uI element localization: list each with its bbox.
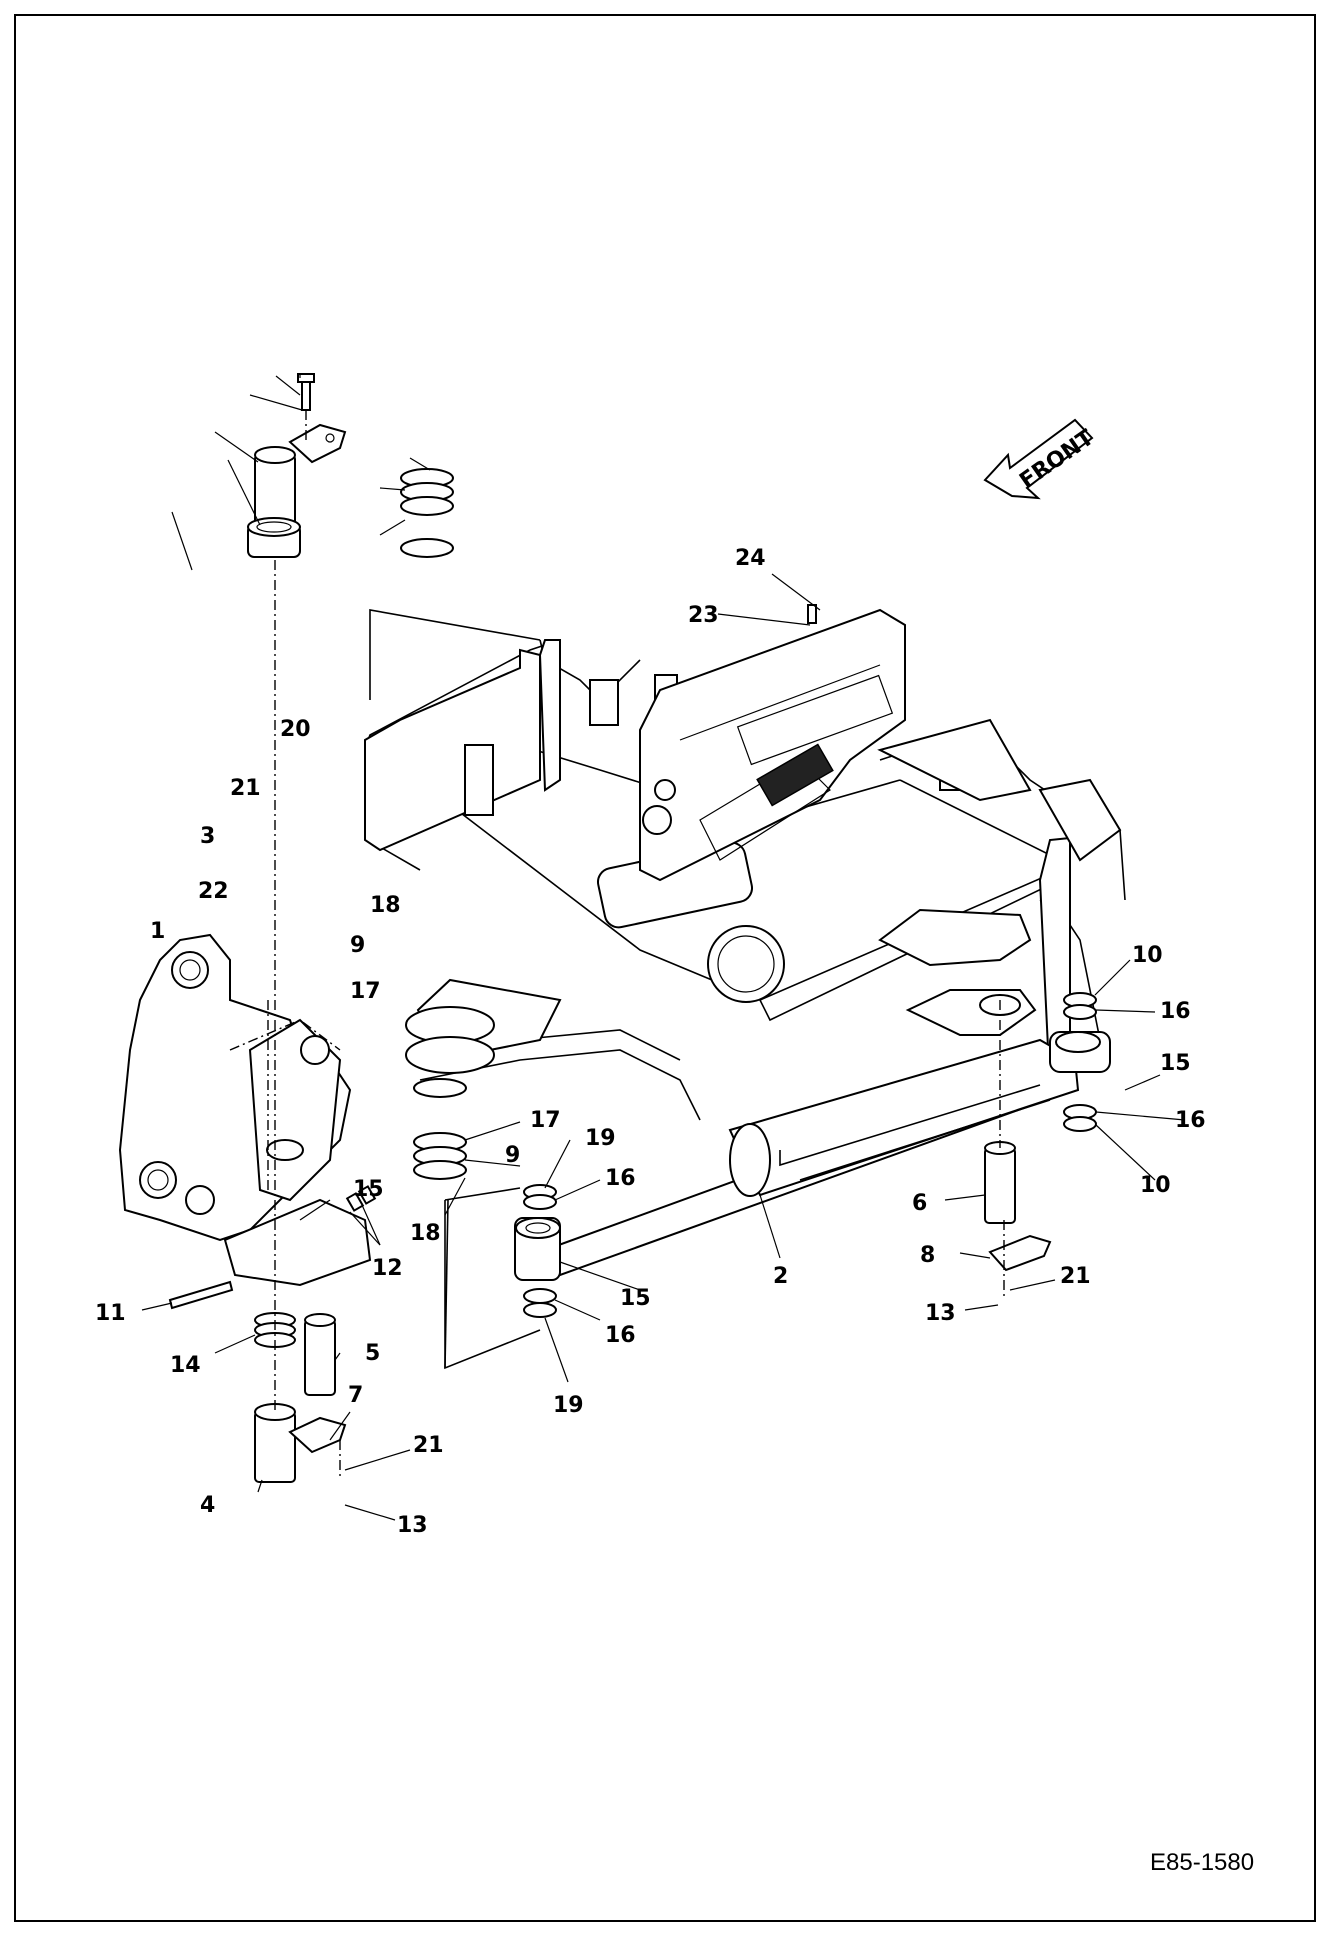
lower-shims-9-17-18 — [413, 1078, 467, 1180]
leader-lines — [141, 375, 1186, 1521]
callout-16-lower-right: 16 — [1175, 1108, 1206, 1133]
pin-4 — [254, 1403, 296, 1483]
grease-fitting-23-24 — [807, 604, 817, 624]
callout-17-lower: 17 — [530, 1108, 561, 1133]
lock-plate-upper — [288, 423, 347, 464]
callout-19-upper: 19 — [585, 1126, 616, 1151]
callout-9-lower: 9 — [505, 1143, 520, 1168]
callout-16-lower-mid: 16 — [605, 1323, 636, 1348]
callout-13-left: 13 — [397, 1513, 428, 1538]
callout-15-left: 15 — [353, 1177, 384, 1202]
callout-19-lower: 19 — [553, 1393, 584, 1418]
lock-plate-8 — [988, 1234, 1052, 1272]
callout-10-upper: 10 — [1132, 943, 1163, 968]
pin-3 — [254, 446, 296, 526]
rings-right-cylinder — [1063, 992, 1097, 1132]
callout-labels: 1 2 3 4 5 6 7 8 9 9 10 10 11 12 13 13 14… — [95, 546, 1206, 1538]
rings-left-cylinder — [523, 1184, 557, 1318]
front-arrow: FRONT — [983, 418, 1099, 500]
callout-16-upper-right: 16 — [1160, 999, 1191, 1024]
chassis-frame — [364, 608, 1126, 1121]
pin-5 — [304, 1313, 336, 1396]
callout-15-right: 15 — [1160, 1051, 1191, 1076]
callout-11: 11 — [95, 1301, 126, 1326]
callout-6: 6 — [912, 1191, 927, 1216]
bushing-22 — [247, 517, 301, 558]
swing-cylinder — [514, 1031, 1111, 1281]
callout-21-upper: 21 — [230, 776, 261, 801]
bolt-20 — [297, 373, 315, 411]
callout-10-lower: 10 — [1140, 1173, 1171, 1198]
bolt-11 — [168, 1280, 234, 1310]
callout-16-upper-mid: 16 — [605, 1166, 636, 1191]
callout-3: 3 — [200, 824, 215, 849]
callout-18-upper: 18 — [370, 893, 401, 918]
callout-23: 23 — [688, 603, 719, 628]
centre-lines — [274, 410, 1005, 1480]
callout-2: 2 — [773, 1264, 788, 1289]
callout-22: 22 — [198, 879, 229, 904]
callout-17-upper: 17 — [350, 979, 381, 1004]
callout-21-right: 21 — [1060, 1264, 1091, 1289]
callout-12: 12 — [372, 1256, 403, 1281]
callout-4: 4 — [200, 1493, 215, 1518]
callout-5: 5 — [365, 1341, 380, 1366]
callout-21-lower-left: 21 — [413, 1433, 444, 1458]
upper-shims-9-17-18 — [400, 468, 454, 558]
diagram-frame — [14, 14, 1316, 1922]
callout-13-right: 13 — [925, 1301, 956, 1326]
lock-plate-7 — [288, 1416, 347, 1454]
callout-20: 20 — [280, 717, 311, 742]
callout-9-upper: 9 — [350, 933, 365, 958]
callout-15-mid: 15 — [620, 1286, 651, 1311]
callout-24: 24 — [735, 546, 766, 571]
callout-1: 1 — [150, 919, 165, 944]
callout-7: 7 — [348, 1383, 363, 1408]
bolts-12 — [345, 1185, 377, 1212]
pin-6 — [984, 1141, 1016, 1224]
swing-bracket — [118, 933, 372, 1287]
callout-14: 14 — [170, 1353, 201, 1378]
callout-18-lower: 18 — [410, 1221, 441, 1246]
callout-8: 8 — [920, 1243, 935, 1268]
diagram-code: E85-1580 — [1150, 1849, 1254, 1876]
